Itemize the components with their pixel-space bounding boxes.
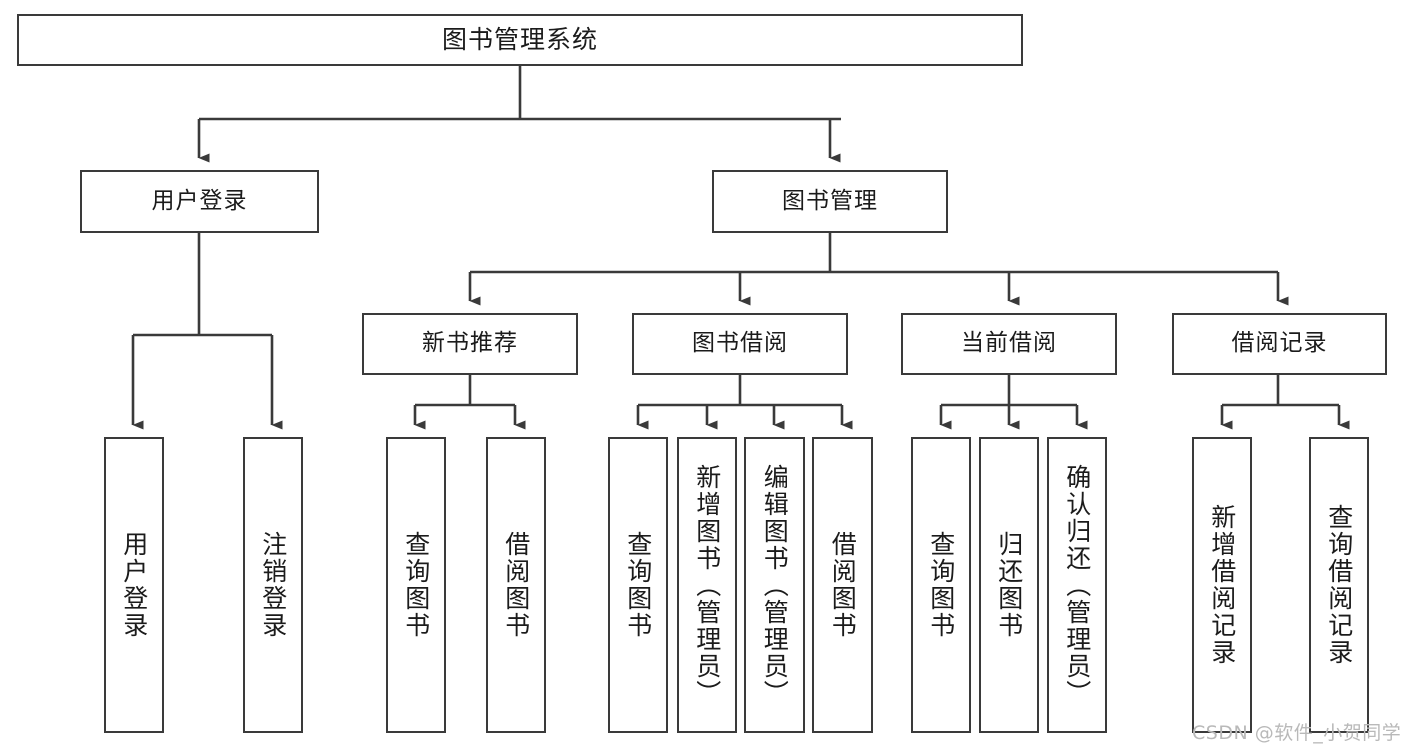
watermark-csdn: CSDN @软件_小贺同学	[1192, 718, 1401, 745]
leaf-user-login-signout[interactable]: 注销登录	[243, 437, 303, 733]
node-new-book-recommend[interactable]: 新书推荐	[362, 313, 578, 375]
leaf-record-add-record[interactable]: 新增借阅记录	[1192, 437, 1252, 733]
node-label: 借阅图书	[501, 531, 531, 639]
node-label: 查询图书	[623, 531, 653, 639]
node-label: 图书管理	[782, 187, 878, 214]
node-label: 借阅记录	[1231, 330, 1328, 357]
node-label: 当前借阅	[961, 330, 1057, 357]
node-label: 归还图书	[994, 531, 1024, 639]
node-label: 新书推荐	[422, 330, 518, 357]
leaf-borrow-add-book-admin[interactable]: 新增图书（管理员）	[677, 437, 737, 733]
node-label: 图书借阅	[692, 330, 788, 357]
node-label: 用户登录	[119, 531, 149, 639]
node-label: 图书管理系统	[441, 25, 598, 55]
node-label: 新增借阅记录	[1207, 504, 1237, 666]
node-label: 注销登录	[258, 531, 288, 639]
node-label: 查询借阅记录	[1324, 504, 1354, 666]
node-label: 新增图书（管理员）	[692, 463, 722, 707]
leaf-borrow-edit-book-admin[interactable]: 编辑图书（管理员）	[744, 437, 805, 733]
node-label: 查询图书	[401, 531, 431, 639]
leaf-borrow-borrow-book[interactable]: 借阅图书	[812, 437, 873, 733]
node-label: 查询图书	[926, 531, 956, 639]
leaf-current-confirm-return-admin[interactable]: 确认归还（管理员）	[1047, 437, 1107, 733]
node-label: 编辑图书（管理员）	[760, 463, 790, 707]
leaf-recommend-borrow-book[interactable]: 借阅图书	[486, 437, 546, 733]
node-label: 确认归还（管理员）	[1062, 463, 1092, 707]
node-book-management[interactable]: 图书管理	[712, 170, 948, 233]
node-label: 借阅图书	[828, 531, 858, 639]
leaf-current-query-book[interactable]: 查询图书	[911, 437, 971, 733]
node-borrow-record[interactable]: 借阅记录	[1172, 313, 1387, 375]
node-root-system[interactable]: 图书管理系统	[17, 14, 1023, 66]
leaf-recommend-query-book[interactable]: 查询图书	[386, 437, 446, 733]
watermark-text: CSDN @软件_小贺同学	[1192, 722, 1402, 744]
node-user-login[interactable]: 用户登录	[80, 170, 319, 233]
leaf-user-login-signin[interactable]: 用户登录	[104, 437, 164, 733]
leaf-current-return-book[interactable]: 归还图书	[979, 437, 1039, 733]
node-current-borrow[interactable]: 当前借阅	[901, 313, 1117, 375]
node-label: 用户登录	[151, 187, 248, 214]
leaf-borrow-query-book[interactable]: 查询图书	[608, 437, 668, 733]
leaf-record-query-record[interactable]: 查询借阅记录	[1309, 437, 1369, 733]
node-book-borrow[interactable]: 图书借阅	[632, 313, 848, 375]
